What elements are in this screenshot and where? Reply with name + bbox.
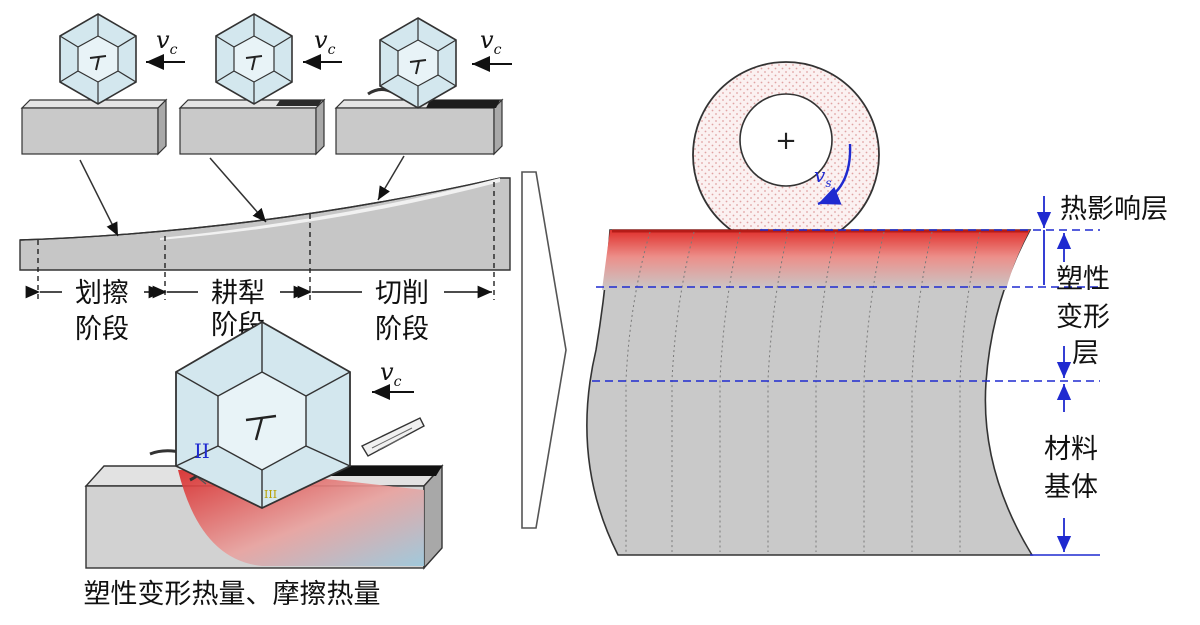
layer-label-base-1: 材料 xyxy=(1044,434,1098,465)
svg-text:阶段: 阶段 xyxy=(375,314,429,345)
thermometer-icon xyxy=(361,417,425,457)
layer-label-plastic-2: 变形 xyxy=(1056,302,1110,333)
vs-label: vs xyxy=(814,163,831,190)
workpiece-block-scratch xyxy=(20,98,168,156)
svg-text:切削: 切削 xyxy=(375,278,429,309)
grain-icon-main xyxy=(175,320,351,509)
grain-icon-scratch xyxy=(59,13,137,105)
grinding-wheel: + vs xyxy=(692,61,880,249)
pointer-cut xyxy=(377,155,405,201)
pointer-scratch xyxy=(79,159,119,237)
vc-label-3: vc xyxy=(480,26,502,58)
layer-label-base-2: 基体 xyxy=(1044,472,1098,503)
vc-label-main: vc xyxy=(380,358,402,390)
svg-text:划擦: 划擦 xyxy=(75,278,129,309)
grain-flow-lines xyxy=(625,231,981,552)
vc-label-2: vc xyxy=(314,26,336,58)
rotation-arrow xyxy=(817,143,852,206)
workpiece-block-plough xyxy=(178,98,326,156)
vc-label-1: vc xyxy=(156,26,178,58)
layer-label-heat: 热影响层 xyxy=(1060,194,1168,225)
pointer-plough xyxy=(209,157,267,223)
svg-text:阶段: 阶段 xyxy=(75,314,129,345)
layer-label-plastic-1: 塑性 xyxy=(1056,264,1110,295)
zone-label-two: II xyxy=(194,439,210,463)
zone-label-three: III xyxy=(264,488,277,501)
stage-label-scratch: 划擦 阶段 xyxy=(62,277,144,345)
stage-label-cut: 切削 阶段 xyxy=(362,277,444,345)
grain-icon-plough xyxy=(215,13,293,105)
material-cross-section xyxy=(586,229,1034,556)
grain-icon-cut xyxy=(379,17,457,109)
layer-label-plastic-3: 层 xyxy=(1072,338,1099,369)
bottom-caption: 塑性变形热量、摩擦热量 xyxy=(84,579,381,610)
wheel-center: + xyxy=(775,126,797,156)
flow-chevron-arrow xyxy=(521,171,567,529)
svg-text:耕犁: 耕犁 xyxy=(211,278,265,309)
